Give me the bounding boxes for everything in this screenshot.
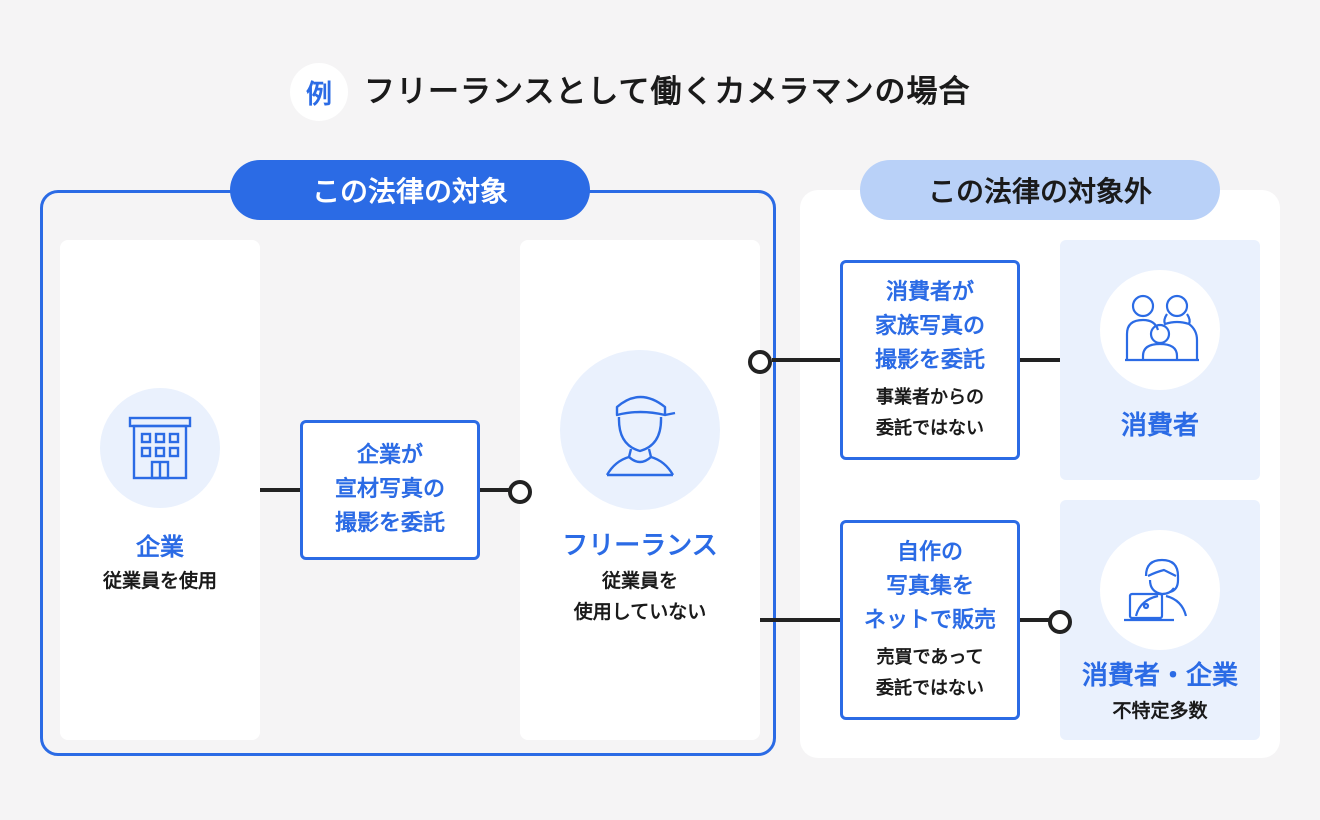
freelance-name: フリーランス [562,531,718,561]
box-line: 企業が [356,443,423,468]
connector-line [260,488,300,492]
market-desc: 不特定多数 [1112,700,1208,722]
commission-box: 企業が 宣材写真の 撮影を委託 [300,420,480,560]
page-title: フリーランスとして働くカメラマンの場合 [364,74,971,110]
market-name: 消費者・企業 [1081,661,1238,691]
box-line: 写真集を [885,574,974,599]
connector-node [508,480,532,504]
covered-label: この法律の対象 [230,160,590,220]
connector-node [748,350,772,374]
box-subline: 委託ではない [876,678,984,699]
box-line: 宣材写真の [334,477,445,502]
photographer-icon [560,350,720,510]
box-line: 家族写真の [874,314,985,339]
connector-line [1020,618,1050,622]
company-desc: 従業員を使用 [102,570,217,592]
freelance-desc-line: 従業員を [601,570,678,592]
connector-line [772,358,840,362]
laptop-user-icon [1100,530,1220,650]
company-name: 企業 [136,533,184,561]
not-covered-label: この法律の対象外 [860,160,1220,220]
family-icon [1100,270,1220,390]
self-publish-box: 自作の 写真集を ネットで販売 売買であって 委託ではない [840,520,1020,720]
box-line: ネットで販売 [863,608,996,633]
box-subline: 売買であって [876,647,984,668]
connector-line [760,618,840,622]
box-line: 消費者が [885,280,974,305]
connector-node [1048,610,1072,634]
box-subline: 事業者からの [876,387,984,408]
box-line: 自作の [896,540,963,565]
box-line: 撮影を委託 [874,348,985,373]
consumer-name: 消費者 [1120,411,1199,441]
connector-line [480,488,510,492]
freelance-desc-line: 使用していない [573,601,707,623]
connector-line [1020,358,1060,362]
box-subline: 委託ではない [876,418,984,439]
box-line: 撮影を委託 [334,511,445,536]
example-badge: 例 [290,63,348,121]
building-icon [100,388,220,508]
family-photo-box: 消費者が 家族写真の 撮影を委託 事業者からの 委託ではない [840,260,1020,460]
